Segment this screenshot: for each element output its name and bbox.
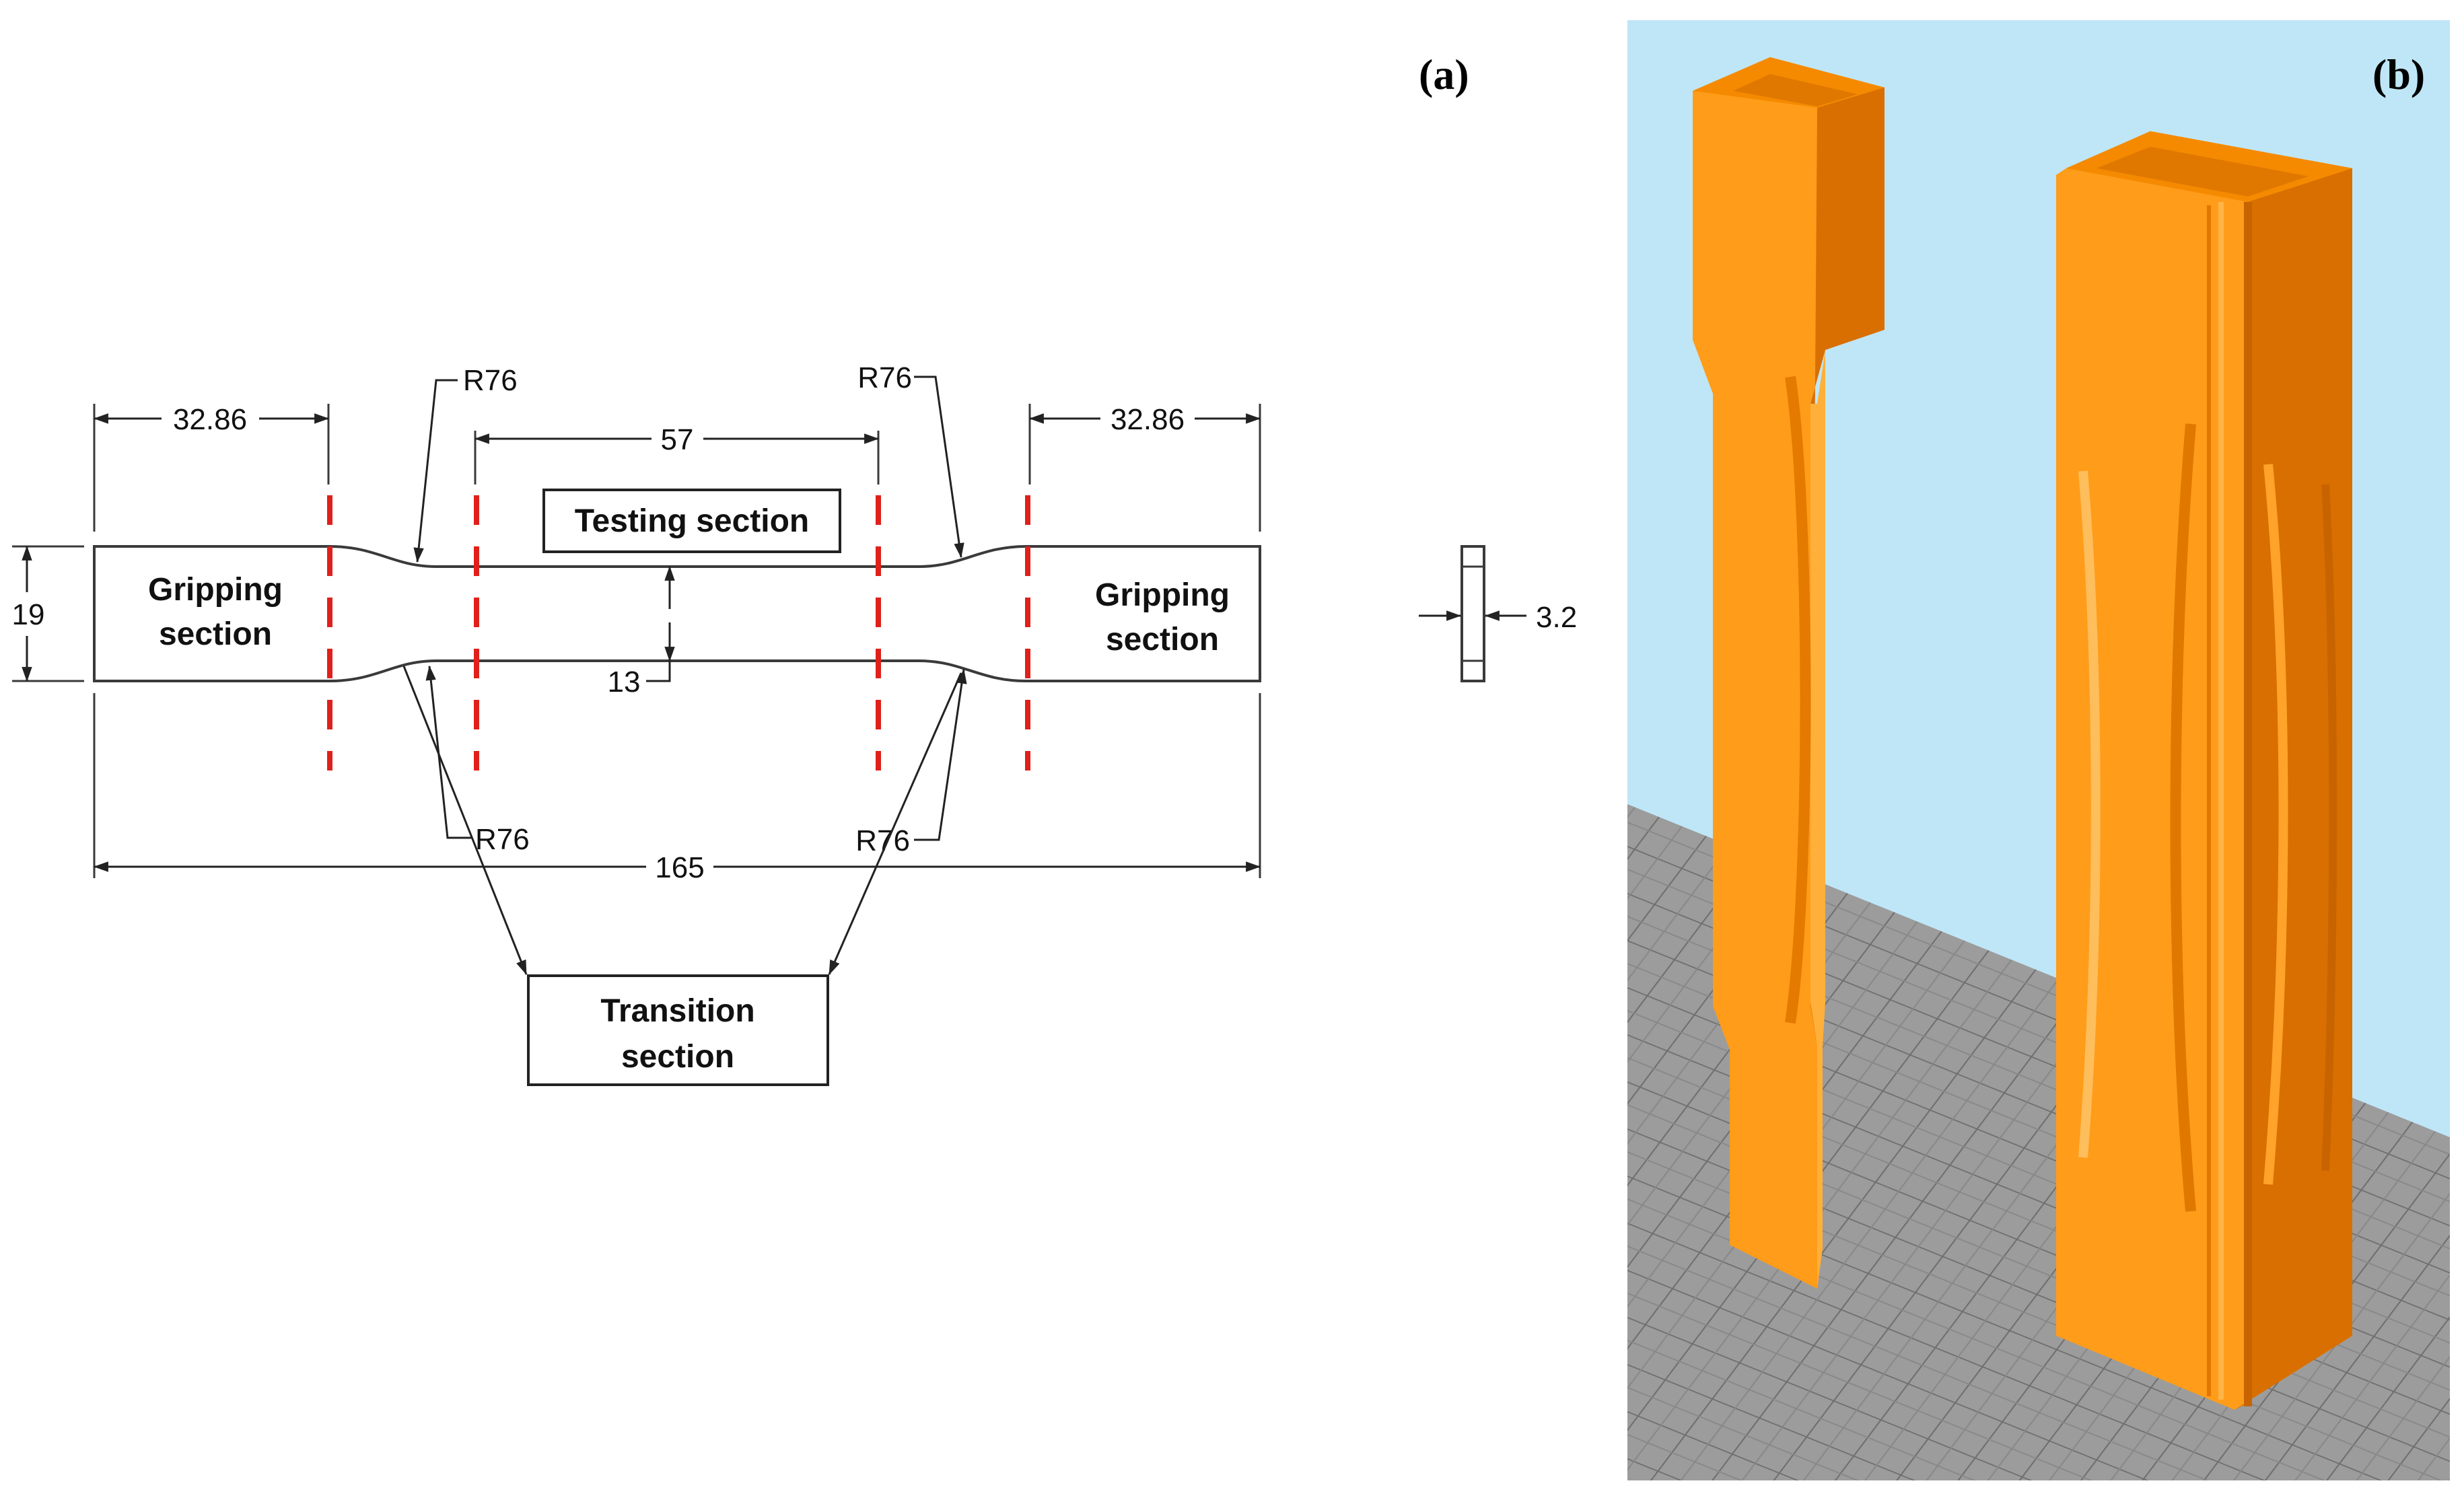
side-view-thickness: 3.2 — [1419, 545, 1577, 682]
dim-neck-width: 13 — [608, 565, 675, 698]
transition-section-label: Transition section — [402, 666, 962, 1086]
radius-bottom-left: R76 — [425, 665, 530, 856]
radius-top-right-value: R76 — [857, 361, 912, 394]
svg-text:Gripping: Gripping — [1095, 577, 1230, 613]
radius-top-left: R76 — [413, 364, 518, 563]
svg-text:Transition: Transition — [600, 993, 754, 1029]
panel-label-b: (b) — [2372, 50, 2425, 98]
testing-section-label: Testing section — [542, 489, 841, 553]
svg-text:Gripping: Gripping — [148, 572, 283, 608]
printed-specimen-2 — [2056, 131, 2352, 1410]
grip-right-label: Gripping section — [1095, 577, 1230, 657]
dim-total-length-value: 165 — [655, 851, 704, 884]
svg-text:Testing section: Testing section — [575, 503, 810, 539]
svg-text:section: section — [159, 616, 272, 652]
dim-left-grip: 32.86 — [93, 403, 330, 436]
svg-text:section: section — [621, 1039, 734, 1075]
dim-thickness-value: 3.2 — [1536, 601, 1577, 634]
dim-grip-width: 19 — [12, 545, 45, 682]
dim-right-grip-value: 32.86 — [1111, 403, 1185, 436]
specimen-outline — [93, 545, 1261, 682]
radius-top-left-value: R76 — [463, 364, 518, 397]
svg-text:section: section — [1106, 622, 1219, 657]
dim-testing-length-value: 57 — [661, 423, 694, 456]
dim-testing-length: 57 — [474, 423, 880, 456]
section-dividers — [327, 495, 1030, 770]
printed-specimen-1 — [1693, 57, 1885, 1289]
radius-bottom-left-value: R76 — [475, 823, 530, 856]
dim-right-grip: 32.86 — [1028, 403, 1261, 436]
grip-left-label: Gripping section — [148, 572, 283, 652]
dim-grip-width-value: 19 — [12, 598, 45, 631]
dim-total-length: 165 — [93, 851, 1261, 884]
panel-label-a: (a) — [1419, 50, 1469, 98]
radius-bottom-right: R76 — [855, 668, 967, 857]
dim-neck-width-value: 13 — [608, 666, 641, 698]
dim-left-grip-value: 32.86 — [173, 403, 247, 436]
specimen-drawing: 32.86 32.86 57 165 19 — [12, 50, 1577, 1086]
render-3d: (b) — [1627, 20, 2450, 1480]
radius-top-right: R76 — [857, 361, 964, 559]
